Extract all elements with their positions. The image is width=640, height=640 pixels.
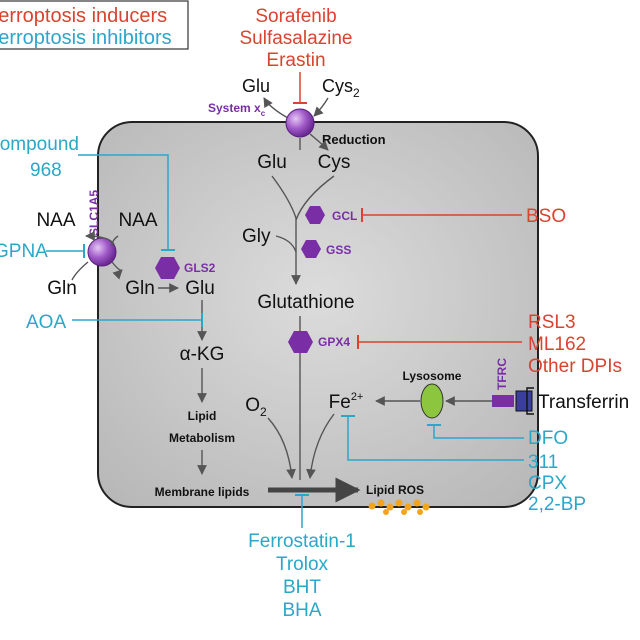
dfo-inhibit-line xyxy=(433,425,524,439)
gcl-enzyme-hexagon xyxy=(305,206,325,224)
transferrin-protein xyxy=(515,390,533,412)
inhibitor-trolox: Trolox xyxy=(276,554,329,575)
gln-source-curve xyxy=(71,261,89,281)
lysosome-label: Lysosome xyxy=(403,369,462,383)
inhibitor-bha: BHA xyxy=(282,600,321,621)
inhibitor-compound: Compound xyxy=(0,134,79,155)
fe-to-ros-arrow xyxy=(306,413,335,479)
metabolite-fe2: Fe2+ xyxy=(329,391,364,413)
enzyme-gpx4-label: GPX4 xyxy=(318,335,350,349)
gpx4-enzyme-hexagon xyxy=(288,331,313,353)
metabolite-naa-extracellular: NAA xyxy=(36,210,75,231)
gls2-enzyme-hexagon xyxy=(155,257,180,279)
inducer-erastin: Erastin xyxy=(266,50,325,71)
inhibitor-aoa: AOA xyxy=(26,312,66,333)
metabolite-glu-extracellular: Glu xyxy=(242,76,270,96)
cys-to-gcl-curve xyxy=(295,175,335,221)
lipid-ros-dots xyxy=(368,499,430,515)
legend-inhibitors: Ferroptosis inhibitors xyxy=(0,27,172,49)
metabolite-cys2: Cys2 xyxy=(322,76,360,100)
metabolite-o2: O2 xyxy=(245,395,267,419)
inhibitor-cpx: CPX xyxy=(528,473,567,494)
inhibitor-gpna: GPNA xyxy=(0,241,48,262)
system-xc-label: System xc xyxy=(208,101,266,118)
legend-inducers: Ferroptosis inducers xyxy=(0,5,167,27)
enzyme-gls2-label: GLS2 xyxy=(184,261,216,275)
reduction-arrow xyxy=(309,133,329,151)
cell-membrane xyxy=(97,121,539,508)
glu-export-arrow xyxy=(263,97,289,119)
metabolite-lipid-ros: Lipid ROS xyxy=(366,483,424,497)
lysosome-vesicle xyxy=(420,383,444,419)
inhibitor-bht: BHT xyxy=(283,577,321,598)
metabolite-alpha-kg: α-KG xyxy=(180,344,225,365)
naa-in-curve xyxy=(111,235,119,247)
inhibitor-968: 968 xyxy=(30,160,62,181)
system-xc-transporter xyxy=(285,108,315,138)
metabolite-glu-intracellular: Glu xyxy=(257,152,287,173)
slc1a5-label: SLC1A5 xyxy=(87,190,101,236)
gln-import-arrow xyxy=(111,261,123,280)
lipid-metabolism-line2: Metabolism xyxy=(169,431,235,445)
metabolite-cys-intracellular: Cys xyxy=(318,152,351,173)
metabolite-naa-intracellular: NAA xyxy=(118,210,157,231)
o2-to-ros-arrow xyxy=(267,417,296,479)
glu-to-gcl-curve xyxy=(271,175,297,219)
inducer-rsl3: RSL3 xyxy=(528,312,576,333)
metabolite-glu-gls: Glu xyxy=(185,278,215,299)
metabolite-glutathione: Glutathione xyxy=(257,292,354,313)
inhibitor-dfo: DFO xyxy=(528,428,568,449)
inhibitor-ferrostatin-1: Ferrostatin-1 xyxy=(248,531,356,552)
metabolite-gln-intracellular: Gln xyxy=(125,278,155,299)
inhibitor-311: 311 xyxy=(528,452,558,473)
cys2-import-arrow xyxy=(313,97,329,117)
gss-enzyme-hexagon xyxy=(301,240,321,258)
tfrc-receptor xyxy=(492,395,514,407)
gly-join-curve xyxy=(275,235,297,253)
inducer-ml162: ML162 xyxy=(528,334,586,355)
lipid-metabolism-line1: Lipid xyxy=(188,409,217,423)
metabolite-gly: Gly xyxy=(242,226,271,247)
metabolite-gln-extracellular: Gln xyxy=(47,278,77,299)
transferrin-bracket xyxy=(526,387,534,415)
metabolite-transferrin: Transferrin xyxy=(538,392,629,413)
iron-chelator-inhibit-line xyxy=(347,416,524,461)
tfrc-label: TFRC xyxy=(495,358,509,390)
inducer-other-dpis: Other DPIs xyxy=(528,356,622,377)
inducer-sulfasalazine: Sulfasalazine xyxy=(239,28,352,49)
metabolite-membrane-lipids: Membrane lipids xyxy=(155,485,250,499)
inhibitor-2-2-bp: 2,2-BP xyxy=(528,494,586,515)
compound-968-inhibit-line xyxy=(78,154,169,250)
inducer-sorafenib: Sorafenib xyxy=(255,6,336,27)
enzyme-gss-label: GSS xyxy=(326,243,351,257)
legend-box xyxy=(0,0,189,50)
enzyme-gcl-label: GCL xyxy=(332,209,357,223)
inducer-bso: BSO xyxy=(526,206,566,227)
reduction-label: Reduction xyxy=(322,132,386,147)
